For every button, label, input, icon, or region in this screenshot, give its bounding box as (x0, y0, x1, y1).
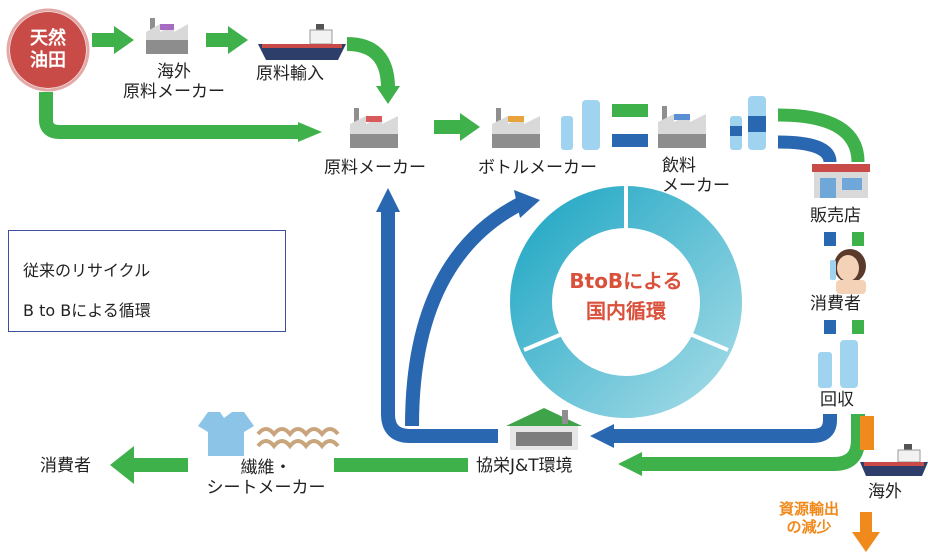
arrow-kyoei-to-raw-maker (381, 210, 498, 443)
arrow-collection-to-kyoei-green (640, 414, 865, 471)
oil-field-label: 天然 油田 (30, 28, 66, 71)
arrowhead-collection-to-kyoei-blue (590, 424, 614, 448)
connector-bottle-to-beverage (612, 104, 648, 147)
legend-box: 従来のリサイクル B to Bによる循環 (8, 230, 286, 332)
bottle-maker-label: ボトルメーカー (478, 158, 597, 178)
beverage-maker-label: 飲料 メーカー (662, 156, 730, 196)
fiber-maker-label: 繊維・ シートメーカー (206, 458, 326, 498)
collection-label: 回収 (820, 390, 854, 410)
connector-consumer-collection (824, 320, 864, 334)
factory-icon (492, 108, 540, 148)
arrowhead-oil-to-raw-maker (298, 122, 322, 142)
export-reduction-label: 資源輸出 の減少 (778, 500, 839, 536)
arrow-beverage-to-store-blue (777, 135, 837, 163)
center-title: BtoBによる 国内循環 (556, 266, 696, 326)
kyoei-label: 協栄J&T環境 (476, 456, 573, 476)
recycling-plant-icon (506, 408, 582, 450)
arrow-overseas-to-import (206, 26, 248, 54)
legend-btob-label: B to Bによる循環 (23, 301, 151, 320)
fiber-sheet-icon (256, 427, 340, 450)
oil-field-ring (6, 8, 90, 92)
bottle-icon (818, 340, 858, 388)
arrow-raw-to-bottle (434, 113, 480, 141)
bottle-icon (730, 96, 766, 150)
overseas-label: 海外 (868, 482, 902, 502)
consumer-left-label: 消費者 (40, 456, 91, 476)
arrow-oil-to-raw-maker (39, 92, 300, 139)
factory-icon (350, 108, 398, 148)
factory-icon (658, 106, 706, 148)
factory-icon (146, 18, 188, 54)
arrow-import-to-raw-maker (346, 37, 395, 89)
arrow-kyoei-to-bottle-maker (405, 197, 524, 427)
arrow-collection-to-kyoei-blue (612, 414, 837, 443)
center-title-line1: BtoBによる (569, 269, 683, 293)
import-label: 原料輸入 (256, 64, 324, 84)
raw-maker-label: 原料メーカー (324, 158, 426, 178)
consumer-right-label: 消費者 (810, 294, 861, 314)
arrow-fiber-to-consumer (110, 446, 188, 484)
legend-conventional-label: 従来のリサイクル (23, 261, 151, 280)
store-icon (812, 164, 870, 198)
arrowhead-import-to-raw-maker (376, 86, 400, 104)
overseas-maker-label: 海外 原料メーカー (123, 62, 225, 102)
ship-icon (860, 444, 928, 476)
bottle-icon (561, 100, 600, 150)
connector-store-consumer (824, 232, 864, 246)
t-shirt-icon (198, 412, 254, 456)
arrowhead-export-reduction (852, 532, 880, 552)
consumer-drinking-icon (830, 249, 866, 294)
node-oil-field: 天然 油田 (10, 12, 86, 88)
center-title-line2: 国内循環 (586, 299, 666, 323)
ring-segment-markers (523, 186, 729, 352)
orange-bar-to-overseas (860, 416, 874, 450)
arrow-oil-to-overseas (92, 26, 134, 54)
ship-icon (258, 24, 346, 60)
store-label: 販売店 (810, 206, 861, 226)
arrowhead-collection-to-kyoei-green (618, 452, 642, 476)
arrow-kyoei-to-fiber (334, 458, 468, 472)
arrow-beverage-to-store-green (777, 108, 865, 163)
arrowhead-kyoei-to-bottle-maker (514, 190, 540, 218)
arrowhead-kyoei-to-raw-maker (376, 188, 400, 212)
